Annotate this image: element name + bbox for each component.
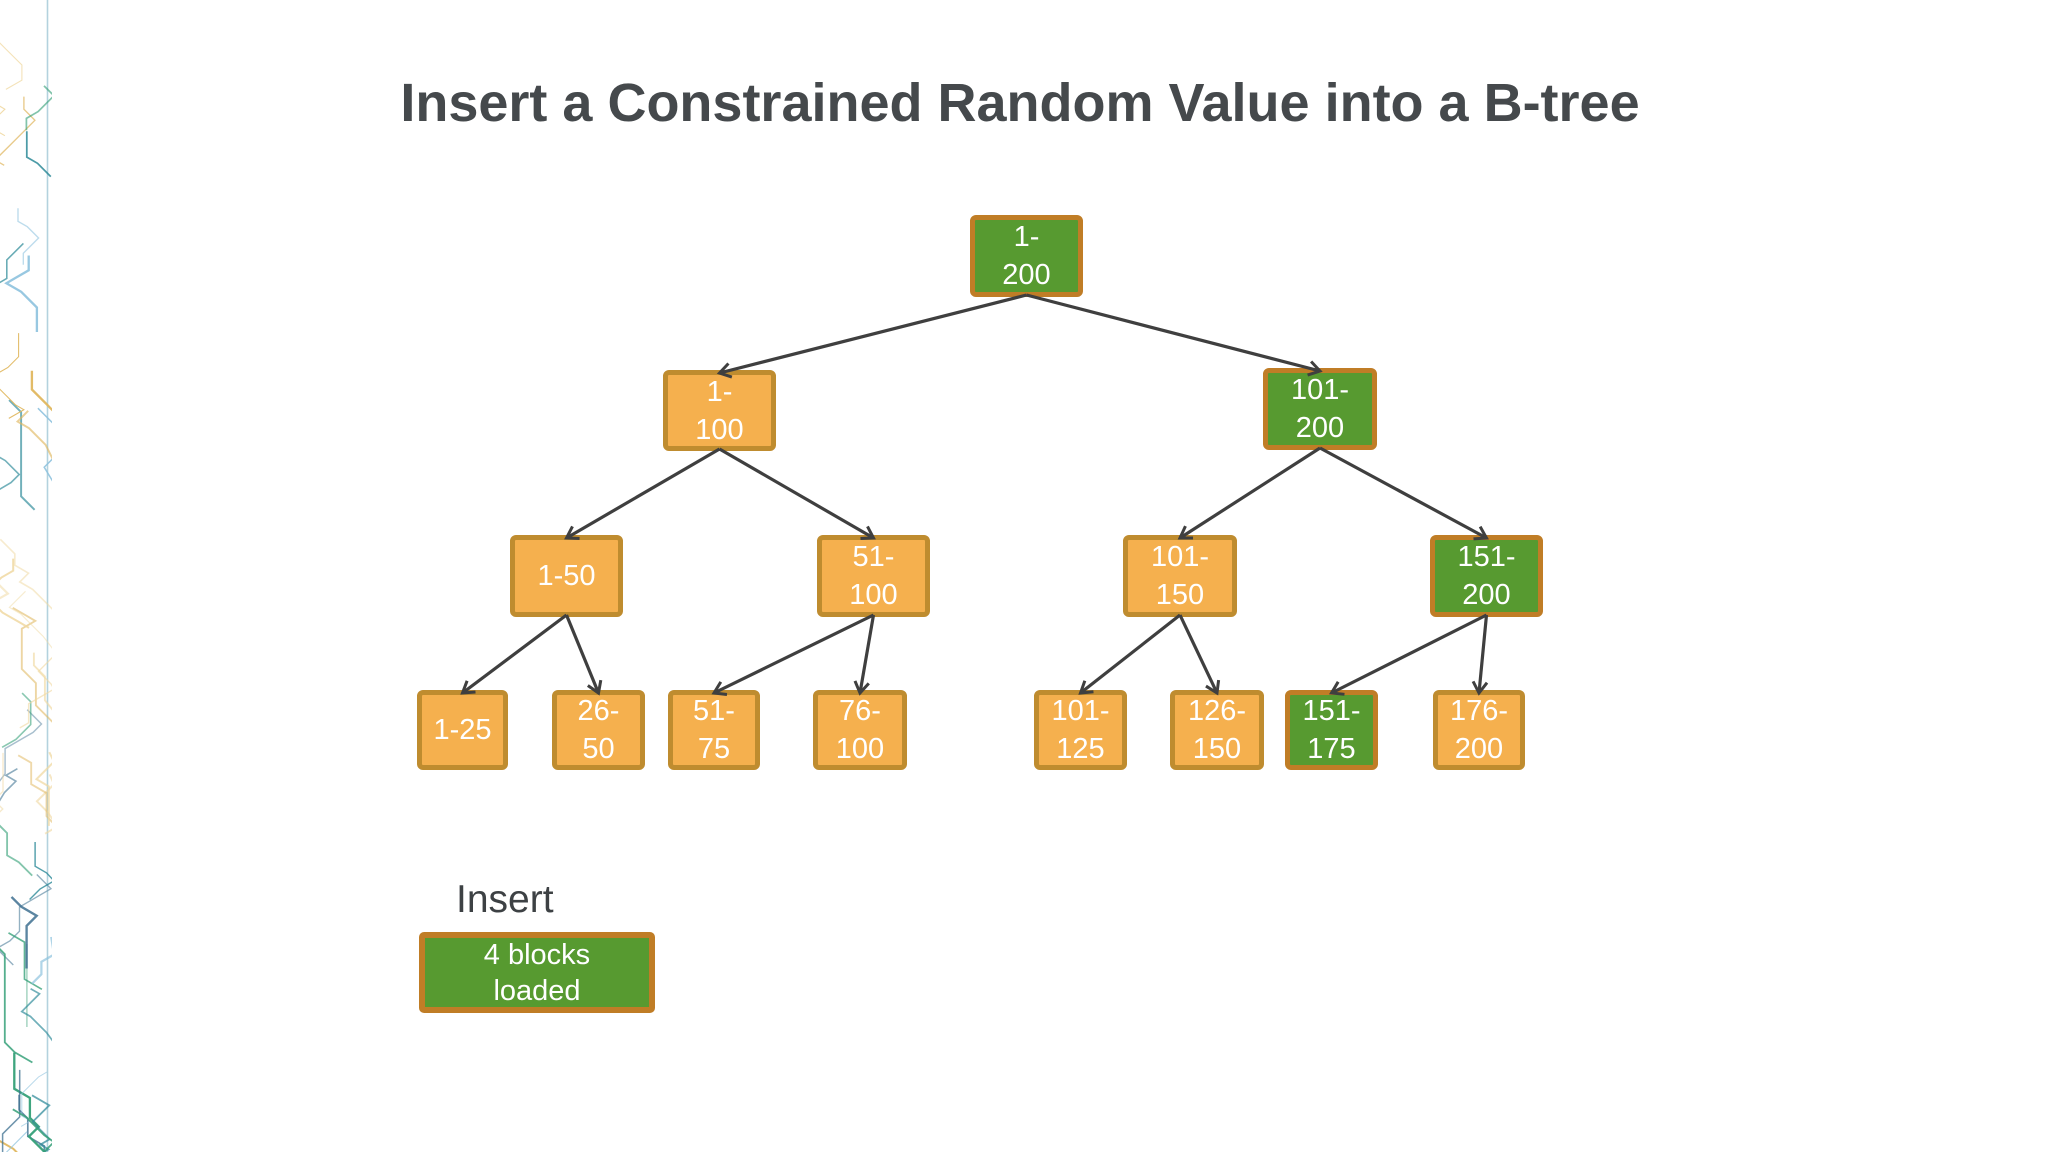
tree-node-1-25: 1-25	[417, 690, 508, 770]
tree-node-101-200: 101- 200	[1263, 368, 1377, 450]
tree-node-51-100: 51- 100	[817, 535, 930, 617]
insert-label: Insert	[456, 878, 554, 921]
page-title: Insert a Constrained Random Value into a…	[400, 73, 1640, 133]
blocks-loaded-box: 4 blocks loaded	[419, 932, 655, 1013]
tree-node-101-150: 101- 150	[1123, 535, 1237, 617]
tree-node-51-75: 51- 75	[668, 690, 760, 770]
tree-node-126-150: 126- 150	[1170, 690, 1264, 770]
decorative-circuit-strip	[0, 0, 52, 1152]
tree-node-1-100: 1- 100	[663, 370, 776, 451]
tree-node-76-100: 76- 100	[813, 690, 907, 770]
tree-node-1-200: 1- 200	[970, 215, 1083, 297]
tree-node-26-50: 26- 50	[552, 690, 645, 770]
tree-node-151-175: 151- 175	[1285, 690, 1378, 770]
tree-node-101-125: 101- 125	[1034, 690, 1127, 770]
tree-node-151-200: 151- 200	[1430, 535, 1543, 617]
tree-node-1-50: 1-50	[510, 535, 623, 617]
tree-node-176-200: 176- 200	[1433, 690, 1525, 770]
